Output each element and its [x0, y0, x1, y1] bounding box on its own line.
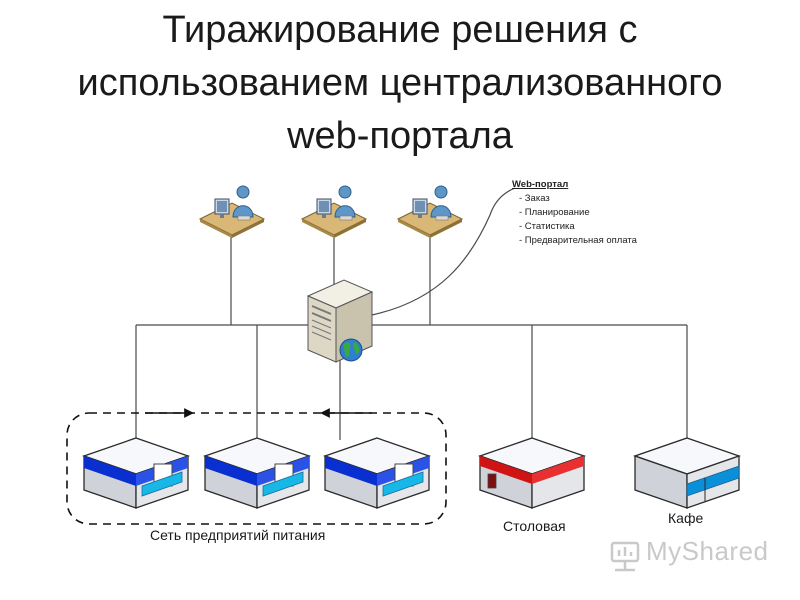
network-label: Сеть предприятий питания — [150, 527, 326, 543]
web-portal-callout: Web-портал - Заказ - Планирование - Стат… — [512, 178, 637, 248]
canteen-building — [479, 437, 585, 509]
watermark-text: MyShared — [646, 536, 769, 566]
restaurant-network-group — [66, 412, 447, 525]
callout-item-statistics: - Статистика — [519, 221, 575, 232]
page-title: Тиражирование решения с использованием ц… — [0, 4, 800, 163]
workstation-3 — [397, 185, 463, 239]
title-line-1: Тиражирование решения с — [162, 9, 638, 51]
callout-item-prepayment: - Предварительная оплата — [519, 235, 637, 246]
workstation-1 — [199, 185, 265, 239]
restaurant-building-1 — [83, 437, 189, 509]
restaurant-building-2 — [204, 437, 310, 509]
callout-heading: Web-портал — [512, 179, 569, 190]
cafe-building — [634, 437, 740, 509]
connection-lines — [135, 187, 688, 440]
restaurant-building-3 — [324, 437, 430, 509]
workstation-2 — [301, 185, 367, 239]
watermark-logo-icon — [610, 541, 640, 572]
cafe-label: Кафе — [668, 510, 704, 526]
callout-item-order: - Заказ — [519, 193, 550, 204]
globe-icon — [339, 338, 363, 362]
canteen-label: Столовая — [503, 518, 566, 534]
title-line-2: использованием централизованного — [77, 62, 723, 104]
callout-item-planning: - Планирование — [519, 207, 590, 218]
server-icon — [306, 279, 374, 363]
title-line-3: web-портала — [287, 115, 513, 157]
